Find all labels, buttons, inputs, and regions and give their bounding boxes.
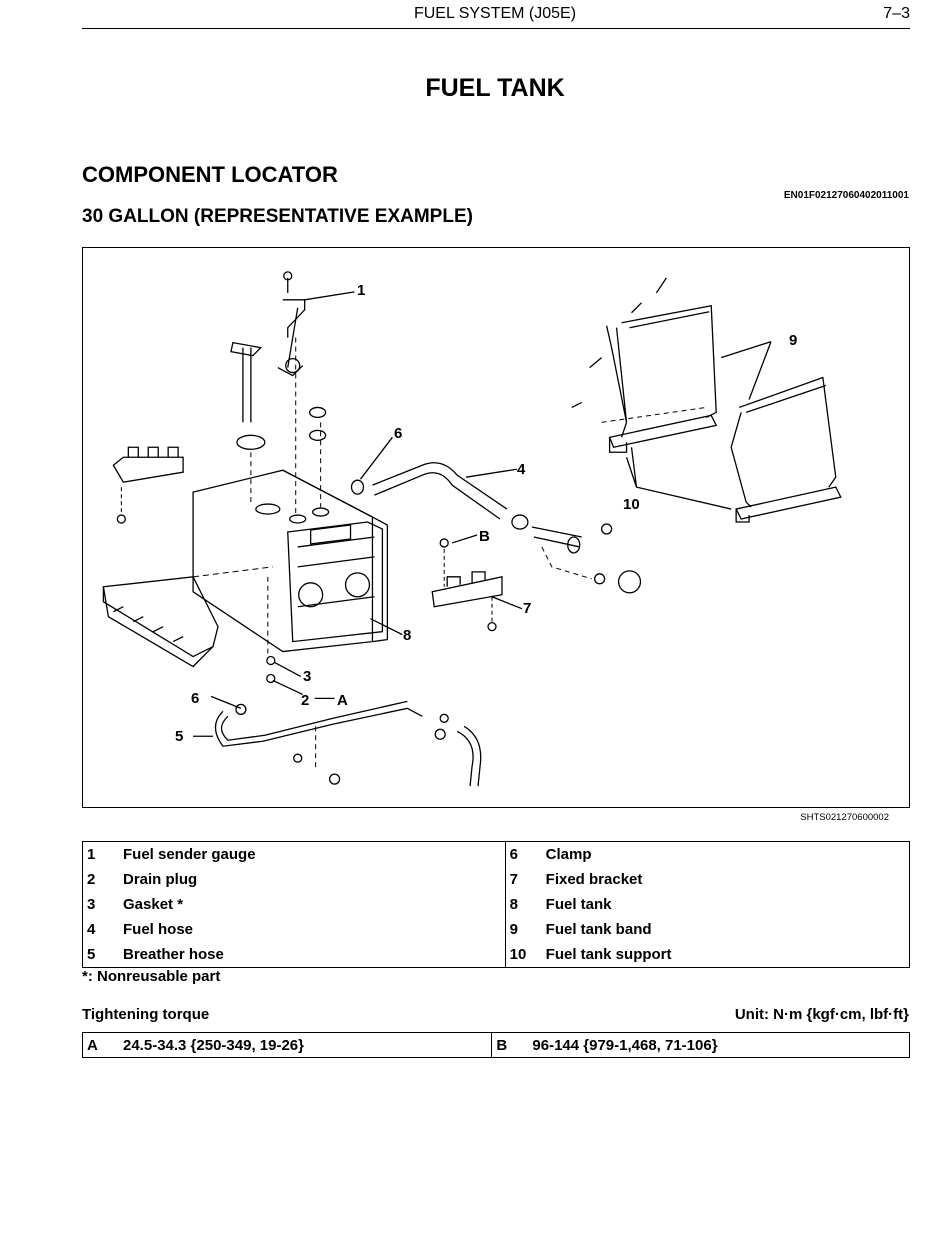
part-name: Breather hose (119, 942, 506, 968)
callout-7: 7 (523, 600, 532, 617)
section-title: COMPONENT LOCATOR (82, 162, 338, 187)
fuel-hose-illustration (372, 462, 508, 520)
part-name: Drain plug (119, 867, 506, 892)
callout-9: 9 (789, 332, 798, 349)
part-name: Fuel tank band (545, 921, 652, 938)
callout-1: 1 (357, 282, 366, 299)
component-diagram: 1 2 3 4 5 6 6 7 8 9 10 A B (82, 247, 910, 808)
left-bracket-illustration (112, 446, 184, 524)
part-name: Fuel sender gauge (119, 841, 506, 867)
part-number: 5 (87, 946, 96, 963)
torque-key: B (496, 1036, 508, 1054)
tank-support-illustration (608, 414, 842, 523)
fixed-bracket-illustration (431, 538, 503, 632)
callout-8: 8 (403, 627, 412, 644)
table-row: 3 Gasket * 8 Fuel tank (83, 892, 910, 917)
callout-A: A (337, 692, 348, 709)
breather-hose-illustration (214, 700, 423, 747)
part-number: 9 (509, 921, 519, 938)
callout-4: 4 (517, 461, 526, 478)
table-row: 2 Drain plug 7 Fixed bracket (83, 867, 910, 892)
document-code: EN01F02127060402011001 (783, 190, 909, 201)
part-number: 8 (509, 896, 519, 913)
table-row: 1 Fuel sender gauge 6 Clamp (83, 841, 910, 867)
torque-label: Tightening torque (82, 1006, 210, 1023)
torque-value: 24.5-34.3 {250-349, 19-26} (119, 1032, 493, 1058)
part-number: 7 (509, 871, 519, 888)
torque-key: A (87, 1036, 98, 1054)
part-number: 4 (87, 921, 96, 938)
part-name: Fuel tank support (545, 946, 672, 963)
part-number: 1 (87, 846, 96, 863)
part-name: Clamp (545, 846, 592, 863)
part-name: Fuel hose (119, 917, 506, 942)
part-name: Fuel tank (545, 896, 612, 913)
subsection-title: 30 GALLON (REPRESENTATIVE EXAMPLE) (82, 206, 473, 227)
torque-unit: Unit: N·m {kgf·cm, lbf·ft} (734, 1006, 909, 1023)
header-rule (82, 28, 910, 29)
nonreusable-note: *: Nonreusable part (82, 968, 221, 985)
callout-B: B (479, 528, 490, 545)
part-number: 6 (509, 846, 519, 863)
part-name: Fixed bracket (545, 871, 643, 888)
figure-code: SHTS021270600002 (800, 812, 889, 823)
part-name: Gasket * (119, 892, 506, 917)
torque-value: 96-144 {979-1,468, 71-106} (532, 1036, 718, 1054)
page-number: 7–3 (883, 5, 910, 22)
page-title: FUEL TANK (425, 74, 565, 102)
part-number: 3 (87, 896, 96, 913)
table-row: A 24.5-34.3 {250-349, 19-26} B 96-144 {9… (83, 1032, 910, 1058)
tank-band-illustration (571, 277, 837, 508)
torque-table: A 24.5-34.3 {250-349, 19-26} B 96-144 {9… (82, 1032, 910, 1058)
callout-5: 5 (175, 728, 184, 745)
running-header-section: FUEL SYSTEM (J05E) (413, 5, 577, 22)
callout-6-upper: 6 (394, 425, 403, 442)
table-row: 4 Fuel hose 9 Fuel tank band (83, 917, 910, 942)
part-number: 2 (87, 871, 96, 888)
callout-3: 3 (303, 668, 312, 685)
sender-gauge-illustration (277, 271, 306, 377)
callout-2: 2 (301, 692, 310, 709)
parts-table: 1 Fuel sender gauge 6 Clamp 2 Drain plug… (82, 841, 910, 968)
callout-10: 10 (623, 496, 640, 513)
callout-6-lower: 6 (191, 690, 200, 707)
table-row: 5 Breather hose 10 Fuel tank support (83, 942, 910, 968)
fuel-tank-illustration (192, 469, 389, 653)
part-number: 10 (509, 946, 527, 963)
